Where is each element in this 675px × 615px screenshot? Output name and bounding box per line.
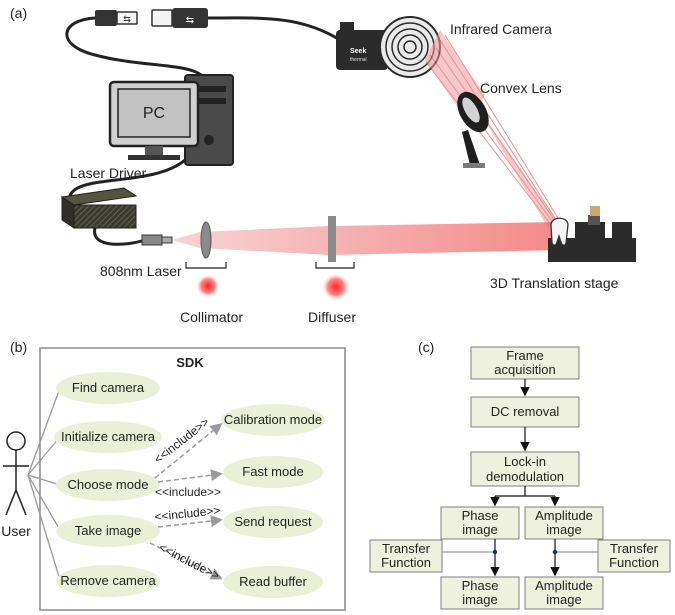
- svg-text:Initialize camera: Initialize camera: [61, 429, 156, 444]
- convex-lens-label: Convex Lens: [480, 80, 562, 96]
- svg-text:Take image: Take image: [75, 523, 141, 538]
- svg-text:Phase: Phase: [462, 578, 499, 593]
- cable-driver-laser: [93, 227, 146, 246]
- svg-text:DC removal: DC removal: [491, 404, 560, 419]
- svg-text:Read buffer: Read buffer: [239, 574, 307, 589]
- user-label: User: [1, 523, 31, 539]
- svg-text:Amplitude: Amplitude: [535, 578, 593, 593]
- svg-text:⇆: ⇆: [123, 14, 131, 24]
- svg-text:Function: Function: [609, 555, 659, 570]
- pc-label: PC: [143, 105, 165, 122]
- svg-text:Frame: Frame: [506, 348, 544, 363]
- laser-driver-label: Laser Driver: [70, 165, 147, 181]
- panel-c-label: (c): [418, 339, 434, 355]
- diffuser: [315, 216, 355, 301]
- convex-lens: [457, 91, 489, 168]
- svg-text:Transfer: Transfer: [382, 541, 431, 556]
- camera-sub: thermal: [350, 57, 367, 63]
- svg-text:Fast mode: Fast mode: [242, 464, 303, 479]
- sdk-title: SDK: [176, 355, 204, 370]
- ir-rays: [425, 30, 564, 228]
- collimator-label: Collimator: [180, 309, 243, 325]
- svg-text:Calibration mode: Calibration mode: [224, 412, 322, 427]
- svg-text:Function: Function: [381, 555, 431, 570]
- junction-dot-right: [552, 549, 558, 555]
- target-read-buffer: Read buffer: [223, 566, 323, 598]
- box-amplitude-image-out: Amplitude image: [524, 576, 604, 610]
- svg-text:Phase: Phase: [462, 508, 499, 523]
- svg-text:Choose mode: Choose mode: [68, 477, 149, 492]
- svg-text:image: image: [462, 592, 497, 607]
- panel-a-label: (a): [10, 5, 27, 21]
- stage-label: 3D Translation stage: [490, 275, 619, 291]
- box-frame-acquisition: Frame acquisition: [470, 346, 580, 380]
- use-case-find-camera: Find camera: [56, 372, 160, 404]
- svg-text:demodulation: demodulation: [486, 469, 564, 484]
- box-dc-removal: DC removal: [470, 396, 580, 428]
- panel-b-label: (b): [10, 339, 27, 355]
- svg-text:⇆: ⇆: [186, 15, 194, 26]
- svg-text:Transfer: Transfer: [610, 541, 659, 556]
- svg-text:Send request: Send request: [234, 514, 312, 529]
- include-label-4: <<include>>: [157, 540, 222, 582]
- pc-icon: PC: [108, 74, 234, 166]
- target-calibration-mode: Calibration mode: [221, 404, 325, 436]
- diffuser-label: Diffuser: [308, 309, 356, 325]
- association-lines: [27, 387, 61, 581]
- use-case-remove-camera: Remove camera: [56, 565, 160, 597]
- svg-text:Amplitude: Amplitude: [535, 508, 593, 523]
- svg-text:image: image: [462, 522, 497, 537]
- translation-stage: [548, 206, 636, 262]
- junction-dot-left: [492, 549, 498, 555]
- user-actor: [3, 431, 29, 516]
- usb-plugs: ⇆ ⇆: [65, 8, 341, 91]
- collimator: [185, 221, 227, 298]
- svg-text:Remove camera: Remove camera: [60, 573, 156, 588]
- use-case-take-image: Take image: [56, 515, 160, 547]
- box-phase-image-out: Phase image: [440, 576, 520, 610]
- svg-text:image: image: [546, 522, 581, 537]
- laser-driver: [60, 187, 138, 229]
- box-amplitude-image: Amplitude image: [524, 506, 604, 540]
- flow-arrows: [490, 379, 560, 577]
- infrared-camera-label: Infrared Camera: [450, 21, 552, 37]
- box-transfer-function-left: Transfer Function: [369, 539, 443, 573]
- target-fast-mode: Fast mode: [223, 456, 323, 488]
- svg-text:image: image: [546, 592, 581, 607]
- camera-brand: Seek: [350, 48, 366, 55]
- laser-beam: [172, 222, 560, 255]
- include-arrows: [149, 423, 223, 580]
- svg-text:Find camera: Find camera: [72, 380, 145, 395]
- svg-text:Lock-in: Lock-in: [504, 454, 546, 469]
- infrared-camera: Seek thermal: [336, 16, 441, 78]
- svg-text:acquisition: acquisition: [494, 362, 555, 377]
- box-phase-image: Phase image: [440, 506, 520, 540]
- include-label-3: <<include>>: [154, 503, 221, 524]
- box-lockin: Lock-in demodulation: [470, 451, 580, 487]
- laser-label: 808nm Laser: [100, 263, 182, 279]
- include-label-2: <<include>>: [155, 485, 221, 499]
- use-case-choose-mode: Choose mode: [56, 469, 160, 501]
- cable-pc-driver: [67, 158, 186, 206]
- laser-head: [141, 234, 173, 246]
- box-transfer-function-right: Transfer Function: [597, 539, 671, 573]
- target-send-request: Send request: [223, 506, 323, 538]
- use-case-initialize-camera: Initialize camera: [54, 421, 162, 453]
